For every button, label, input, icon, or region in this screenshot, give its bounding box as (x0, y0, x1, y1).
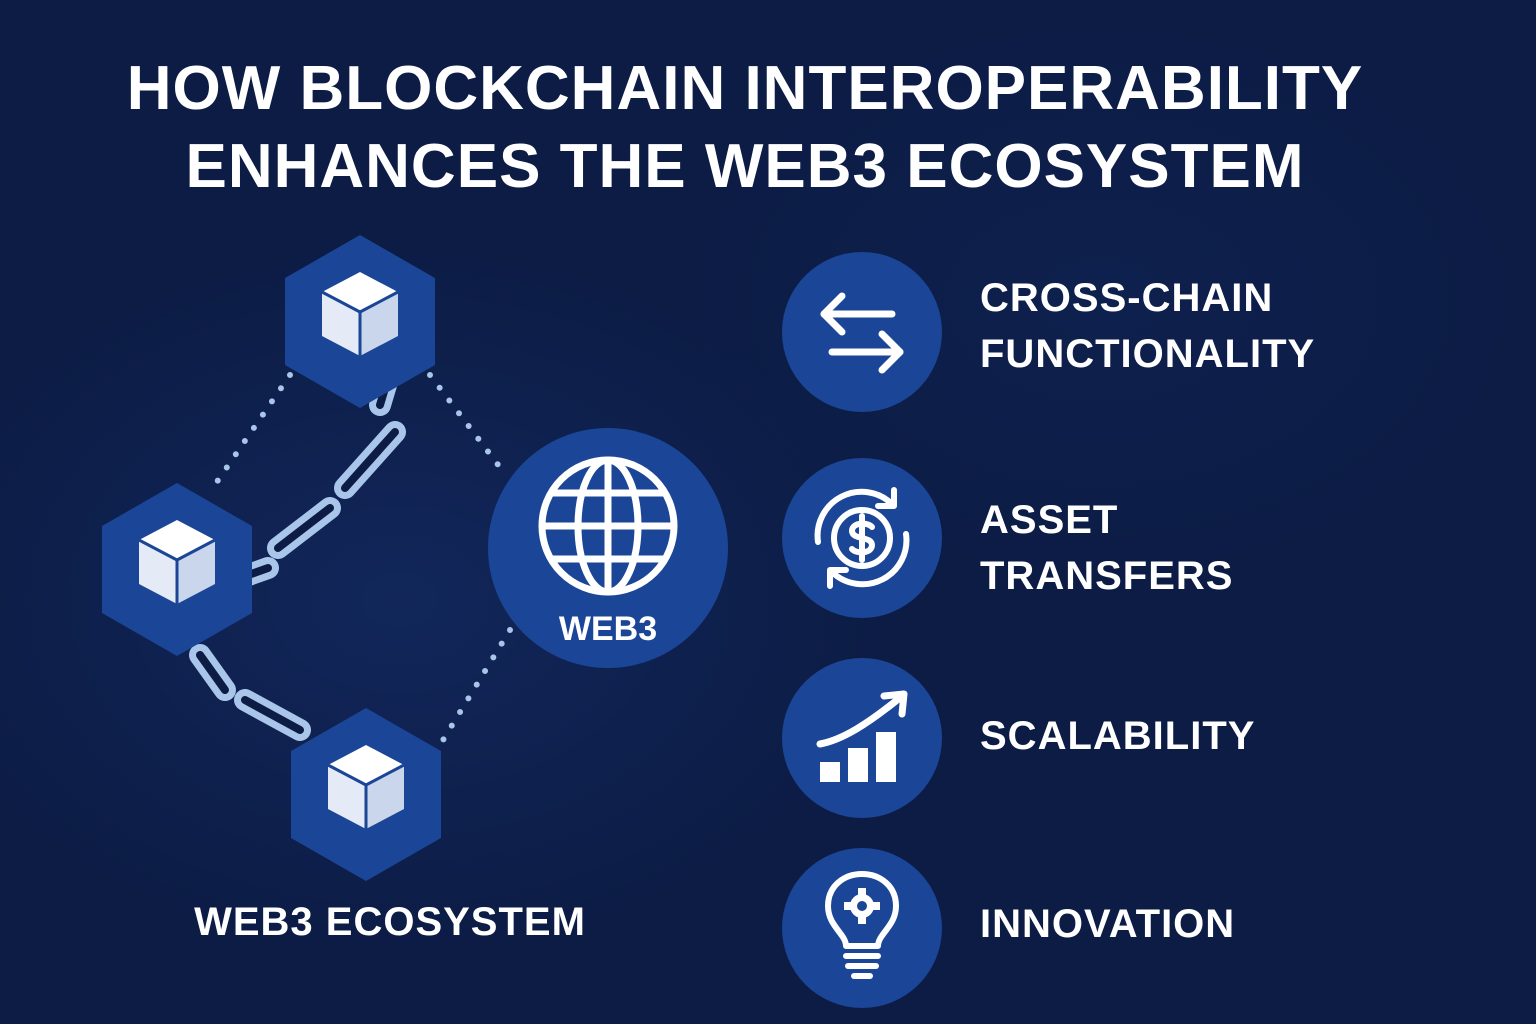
dotted-line-top-left (207, 372, 293, 495)
web3-hub: WEB3 (488, 428, 728, 668)
asset-transfers-icon-badge (782, 458, 942, 618)
feature-label-innovation: INNOVATION (980, 902, 1236, 946)
dotted-line-hub-bottom (437, 627, 513, 748)
globe-icon (538, 456, 678, 596)
growth-chart-icon (816, 690, 908, 782)
blockchain-node-bottom (291, 708, 441, 881)
dotted-connections (207, 372, 513, 748)
lightbulb-gear-icon (825, 871, 899, 979)
innovation-icon-badge (782, 848, 942, 1008)
title-line-1: HOW BLOCKCHAIN INTEROPERABILITY (126, 54, 1364, 123)
feature-label-cross-chain: CROSS-CHAIN FUNCTIONALITY (980, 276, 1316, 376)
feature-label-scalability: SCALABILITY (980, 714, 1256, 758)
page-title: HOW BLOCKCHAIN INTEROPERABILITY ENHANCES… (0, 50, 1490, 206)
dollar-exchange-icon (814, 487, 910, 589)
scalability-icon-badge (782, 658, 942, 818)
interoperability-diagram: WEB3 (102, 235, 728, 881)
ecosystem-caption: WEB3 ECOSYSTEM (194, 900, 586, 944)
blockchain-node-top (285, 235, 435, 408)
swap-arrows-icon (820, 292, 904, 374)
title-line-2: ENHANCES THE WEB3 ECOSYSTEM (185, 132, 1305, 201)
hub-label: WEB3 (559, 610, 657, 648)
feature-label-asset-transfers: ASSET TRANSFERS (980, 498, 1234, 598)
blockchain-node-left (102, 483, 252, 656)
dotted-line-top-hub (427, 372, 505, 473)
cross-chain-icon-badge (782, 252, 942, 412)
